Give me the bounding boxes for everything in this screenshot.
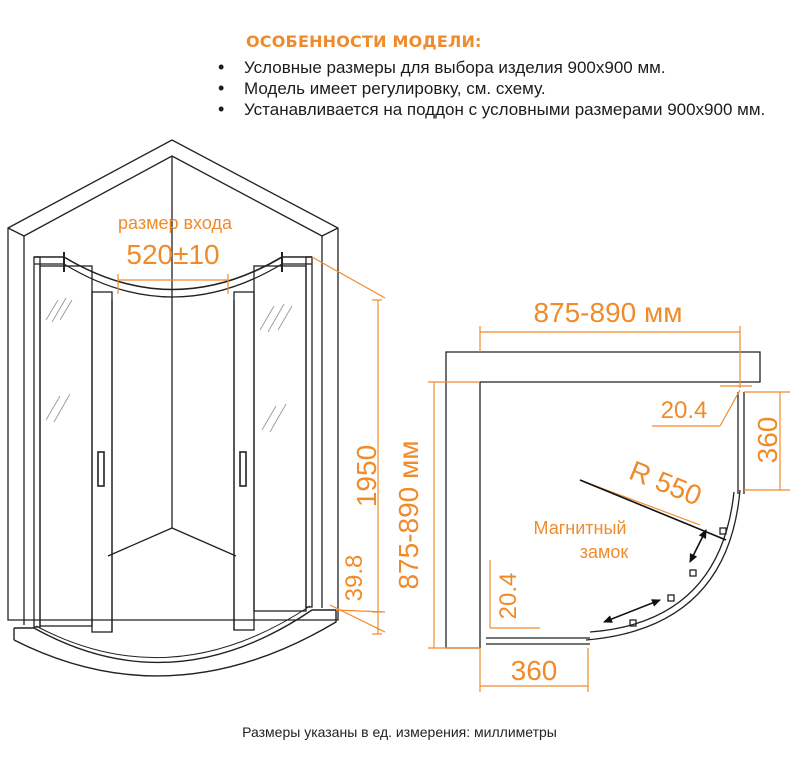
features-item: Условные размеры для выбора изделия 900х… bbox=[210, 57, 790, 78]
offset-left-value: 20.4 bbox=[495, 573, 522, 620]
tray-value: 39.8 bbox=[341, 555, 368, 602]
offset-top-value: 20.4 bbox=[661, 397, 708, 424]
door-handle bbox=[239, 451, 247, 487]
units-note: Размеры указаны в ед. измерения: миллиме… bbox=[242, 724, 557, 740]
entry-label: размер входа bbox=[118, 213, 233, 233]
right-frame bbox=[305, 256, 313, 608]
room-outline bbox=[7, 139, 339, 621]
front-view bbox=[7, 139, 339, 677]
door-handle bbox=[97, 451, 105, 487]
shower-tray bbox=[14, 609, 336, 664]
curved-door bbox=[585, 489, 741, 641]
height-value: 1950 bbox=[351, 445, 382, 507]
magnet-label-line2: замок bbox=[580, 542, 629, 562]
magnet-arrows bbox=[579, 479, 727, 623]
top-view bbox=[445, 351, 761, 649]
features-title: ОСОБЕННОСТИ МОДЕЛИ: bbox=[246, 32, 482, 51]
magnet-label-line1: Магнитный bbox=[534, 518, 627, 538]
wall-outline bbox=[445, 351, 761, 649]
features-block: ОСОБЕННОСТИ МОДЕЛИ: Условные размеры для… bbox=[210, 32, 790, 120]
front-dimensions bbox=[117, 256, 386, 635]
side-bottom-value: 360 bbox=[511, 655, 558, 686]
top-dimensions bbox=[428, 326, 790, 692]
glass-hatching bbox=[45, 297, 293, 433]
features-list: Условные размеры для выбора изделия 900х… bbox=[210, 57, 790, 120]
entry-value: 520±10 bbox=[126, 239, 219, 270]
features-item: Модель имеет регулировку, см. схему. bbox=[210, 78, 790, 99]
top-rail bbox=[34, 256, 312, 291]
side-top-value: 360 bbox=[752, 417, 783, 464]
features-item: Устанавливается на поддон с условными ра… bbox=[210, 99, 790, 120]
left-frame bbox=[33, 256, 41, 628]
width-value: 875-890 мм bbox=[533, 297, 682, 328]
depth-value: 875-890 мм bbox=[393, 440, 424, 589]
